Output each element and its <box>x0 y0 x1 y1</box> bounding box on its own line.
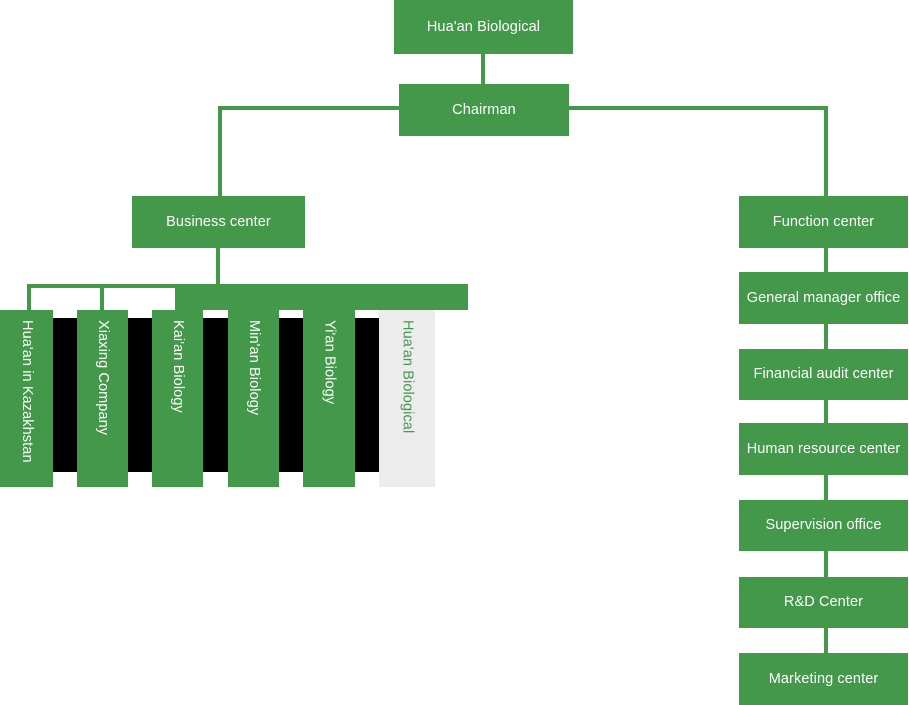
node-subsidiary-kaian-biology[interactable]: Kai'an Biology <box>152 310 203 487</box>
node-label: Function center <box>772 213 875 230</box>
connector-rd-center-to-marketing-center <box>824 628 828 653</box>
shadow-bar-5 <box>355 318 379 472</box>
node-label: Marketing center <box>768 670 879 687</box>
connector-human-resource-center-to-supervision-office <box>824 475 828 500</box>
node-huaan-biological-root[interactable]: Hua'an Biological <box>394 0 573 54</box>
connector-function-to-general-manager-office <box>824 248 828 272</box>
connector-chairman-spine-right <box>569 106 828 110</box>
node-label: General manager office <box>746 289 901 306</box>
node-label: Kai'an Biology <box>170 320 187 413</box>
connector-subsidiary-1-drop <box>27 284 31 310</box>
node-chairman[interactable]: Chairman <box>399 84 569 136</box>
node-subsidiary-minan-biology[interactable]: Min'an Biology <box>228 310 279 487</box>
shadow-bar-2 <box>128 318 152 472</box>
node-label: Supervision office <box>765 517 882 534</box>
connector-spine-to-business-center <box>218 106 222 196</box>
node-function-center[interactable]: Function center <box>739 196 908 248</box>
connector-subsidiary-2-drop <box>100 284 104 310</box>
connector-general-manager-office-to-financial-audit-center <box>824 324 828 349</box>
node-rd-center[interactable]: R&D Center <box>739 577 908 628</box>
connector-root-to-chairman <box>481 54 485 84</box>
shadow-bar-1 <box>53 318 77 472</box>
node-label: Hua'an Biological <box>399 320 416 434</box>
node-label: Hua'an in Kazakhstan <box>19 320 36 463</box>
connector-business-center-down <box>216 248 220 286</box>
connector-supervision-office-to-rd-center <box>824 551 828 577</box>
connector-chairman-spine-left <box>218 106 399 110</box>
node-label: Yi'an Biology <box>321 320 338 405</box>
node-general-manager-office[interactable]: General manager office <box>739 272 908 324</box>
node-label: R&D Center <box>783 594 864 611</box>
node-financial-audit-center[interactable]: Financial audit center <box>739 349 908 400</box>
node-business-center[interactable]: Business center <box>132 196 305 248</box>
node-supervision-office[interactable]: Supervision office <box>739 500 908 551</box>
node-label: Human resource center <box>746 440 901 457</box>
node-subsidiary-huaan-biological[interactable]: Hua'an Biological <box>379 310 435 487</box>
node-label: Hua'an Biological <box>426 18 541 35</box>
node-marketing-center[interactable]: Marketing center <box>739 653 908 705</box>
node-label: Financial audit center <box>753 366 894 383</box>
connector-spine-to-function-center <box>824 106 828 196</box>
bus-bar-subsidiaries <box>175 284 468 310</box>
shadow-bar-3 <box>203 318 228 472</box>
shadow-bar-4 <box>279 318 303 472</box>
node-label: Business center <box>166 213 271 230</box>
node-human-resource-center[interactable]: Human resource center <box>739 423 908 475</box>
node-subsidiary-huaan-in-kazakhstan[interactable]: Hua'an in Kazakhstan <box>0 310 53 487</box>
node-label: Chairman <box>452 101 516 118</box>
connector-financial-audit-center-to-human-resource-center <box>824 400 828 423</box>
node-subsidiary-yian-biology[interactable]: Yi'an Biology <box>303 310 355 487</box>
node-label: Min'an Biology <box>246 320 263 416</box>
node-subsidiary-xiaxing-company[interactable]: Xiaxing Company <box>77 310 128 487</box>
node-label: Xiaxing Company <box>95 320 112 436</box>
